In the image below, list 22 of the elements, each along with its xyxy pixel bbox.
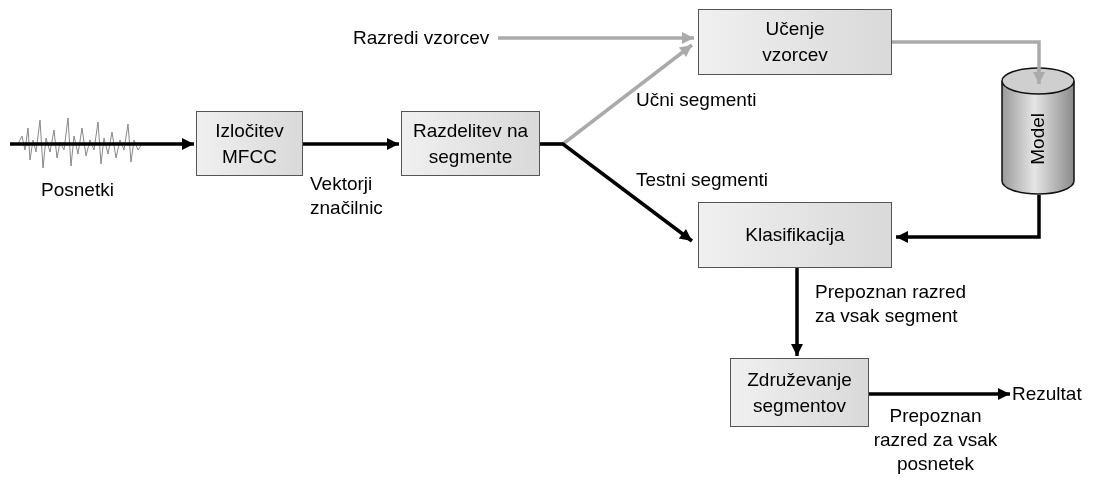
arrow [896,195,1041,243]
output-label: Rezultat [1012,383,1082,404]
process-box: Klasifikacija [698,202,892,268]
process-box: Izločitev MFCC [196,111,303,176]
cylinder-label: Model [1026,113,1049,165]
waveform-label: Posnetki [41,178,114,202]
arrow [303,138,399,150]
arrow [892,40,1045,84]
arrow [791,268,803,356]
process-box: Razdelitev na segmente [401,111,540,176]
edge-label: Prepoznan razred za vsak segment [815,280,968,328]
process-box: Združevanje segmentov [730,358,869,427]
arrow [540,142,694,243]
arrow [10,138,194,150]
edge-label: Testni segmenti [636,168,769,192]
arrow [498,32,694,44]
arrow [869,388,1010,400]
edge-label: Prepoznan razred za vsak posnetek [872,404,999,476]
edge-label: Učni segmenti [636,88,758,112]
process-box: Učenje vzorcev [698,9,892,75]
edge-label: Vektorji značilnic [310,172,384,220]
input-label: Razredi vzorcev [353,27,490,48]
